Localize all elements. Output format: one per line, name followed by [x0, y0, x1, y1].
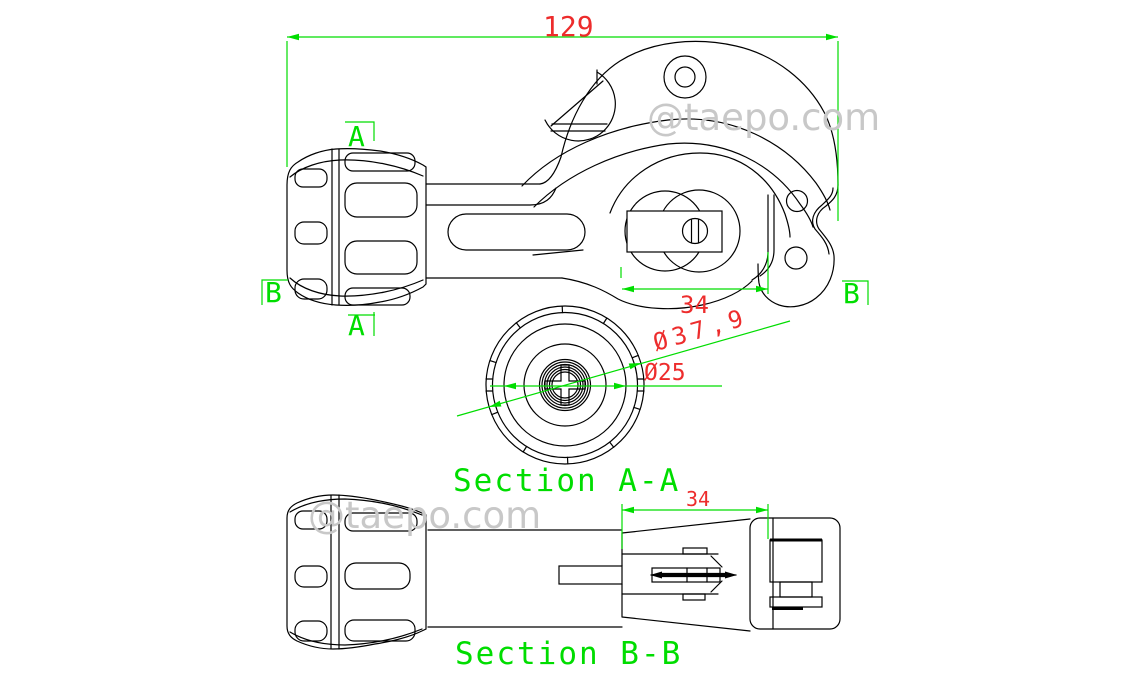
knob-rib	[344, 152, 416, 172]
dim-top-34-label: 34	[680, 291, 709, 319]
marker-b-left-bracket	[261, 279, 288, 305]
knob-rib	[294, 620, 328, 642]
pivot-hole	[663, 55, 707, 99]
marker-a-top-bracket	[345, 121, 375, 141]
knob-rib	[294, 168, 328, 188]
adjust-rod	[558, 565, 623, 585]
frame-hole	[784, 246, 808, 270]
dim-overall-length-label: 129	[543, 10, 594, 43]
marker-a-bottom-bracket	[348, 312, 375, 336]
marker-a-bottom: A	[348, 309, 365, 342]
section-b-label: Section B-B	[455, 636, 682, 672]
knob-rib	[344, 240, 418, 275]
dimension-lines	[261, 33, 869, 549]
knob-rib	[294, 278, 328, 300]
marker-b-right-bracket	[842, 280, 869, 305]
knob-rib	[344, 512, 418, 532]
knob-rib	[344, 287, 411, 306]
knob-rib	[294, 565, 328, 588]
knob-rib	[294, 221, 328, 245]
dim-bore-diameter-label: Ø25	[644, 360, 686, 386]
wheel-section	[769, 539, 823, 583]
center-cross	[544, 364, 586, 406]
knob-rib	[294, 510, 328, 530]
frame-hole	[785, 189, 809, 213]
marker-b-right: B	[843, 277, 860, 310]
knob-outline-bb	[286, 494, 427, 650]
knob-rib	[344, 182, 418, 218]
top-view	[286, 40, 839, 310]
section-b-view	[286, 494, 841, 650]
knob-rib	[344, 562, 411, 590]
marker-b-left: B	[265, 276, 282, 309]
dim-section-34-label: 34	[686, 487, 710, 511]
body-outline	[539, 40, 839, 186]
marker-a-top: A	[348, 120, 365, 153]
watermark-top: @taepo.com	[647, 96, 880, 139]
knob-rib	[344, 619, 416, 642]
pivot-hole-inner	[674, 66, 696, 88]
arm-slot	[447, 213, 586, 251]
wheel-housing	[749, 517, 841, 630]
shaft	[427, 529, 623, 628]
knob-outline	[286, 148, 427, 306]
slide-bar	[626, 210, 723, 253]
watermark-bottom: @taepo.com	[308, 494, 541, 537]
section-a-label: Section A-A	[453, 463, 680, 499]
section-a-view	[485, 305, 645, 465]
screw-head	[681, 217, 709, 245]
